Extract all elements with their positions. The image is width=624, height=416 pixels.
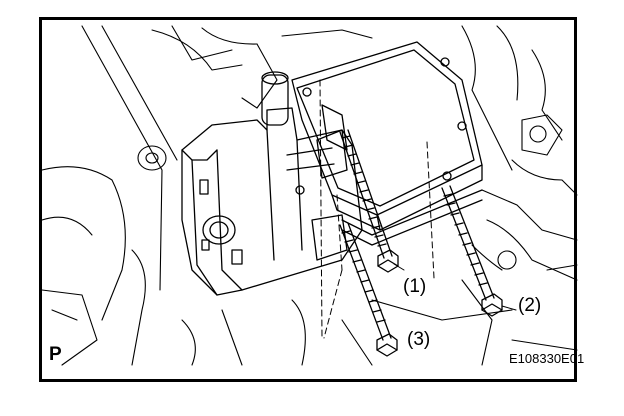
callout-2: (2) [517, 295, 543, 316]
callout-leader-lines [393, 263, 517, 311]
callout-1: (1) [402, 276, 428, 297]
bolt-3 [339, 222, 398, 357]
callout-3: (3) [406, 329, 432, 350]
diagram-frame: (1) (2) (3) P E108330E01 [39, 17, 584, 382]
page-letter: P [49, 344, 62, 365]
bolt-1 [339, 129, 399, 273]
background-structure-lines [41, 25, 578, 366]
actuator-body [181, 71, 363, 296]
ecu-housing [291, 41, 483, 246]
bolt-2 [441, 185, 503, 317]
figure-code: E108330E01 [509, 351, 585, 366]
exploded-view-drawing [41, 25, 578, 366]
installation-guide-lines [319, 79, 435, 339]
